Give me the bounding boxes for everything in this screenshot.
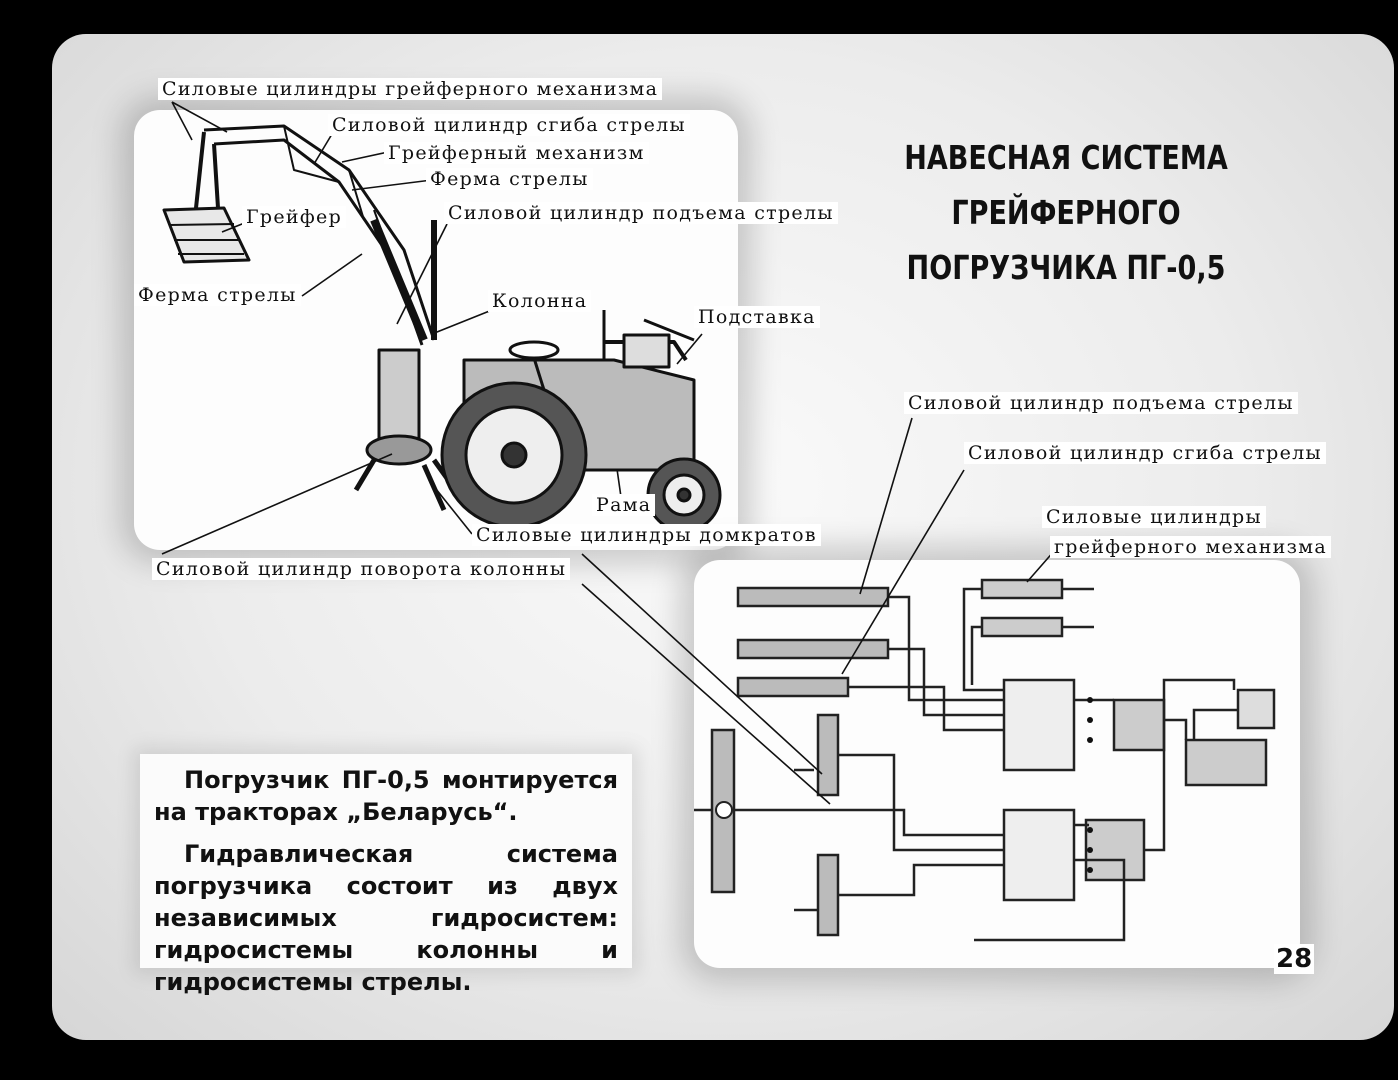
slide: Силовые цилиндры грейферного механизма С… [52,34,1394,1040]
label-grab: Грейфер [242,206,347,228]
label-boom-truss-left: Ферма стрелы [134,284,301,306]
description-text: Погрузчик ПГ-0,5 монтируется на трактора… [140,754,632,996]
schema-label-boom-lift-cylinder: Силовой цилиндр подъема стрелы [904,392,1298,414]
label-grab-mechanism: Грейферный механизм [384,142,649,164]
title-line-1: НАВЕСНАЯ СИСТЕМА [904,138,1228,177]
schema-label-grab-cylinders-1: Силовые цилиндры [1042,506,1266,528]
label-jack-cylinders: Силовые цилиндры домкратов [472,524,821,546]
tractor-loader-drawing [162,124,722,533]
hydraulic-schema-panel [694,560,1300,968]
schema-label-grab-cylinders-2: грейферного механизма [1050,536,1332,558]
page-number: 28 [1274,944,1315,974]
label-grab-cylinders: Силовые цилиндры грейферного механизма [158,78,663,100]
label-column-turn-cylinder: Силовой цилиндр поворота колонны [152,558,571,580]
hydraulic-schema-drawing [694,578,1276,942]
label-stand: Подставка [694,306,820,328]
label-boom-lift-cylinder: Силовой цилиндр подъема стрелы [444,202,838,224]
label-boom-bend-cylinder: Силовой цилиндр сгиба стрелы [328,114,690,136]
page-title: НАВЕСНАЯ СИСТЕМА ГРЕЙФЕРНОГО ПОГРУЗЧИКА … [902,130,1230,295]
label-boom-truss-top: Ферма стрелы [426,168,593,190]
schema-label-boom-bend-cylinder: Силовой цилиндр сгиба стрелы [964,442,1326,464]
title-line-3: ПОГРУЗЧИКА ПГ-0,5 [906,248,1226,287]
title-line-2: ГРЕЙФЕРНОГО [951,193,1181,232]
description-para-1: Погрузчик ПГ-0,5 монтируется на трактора… [154,766,618,826]
label-column: Колонна [488,290,592,312]
label-frame: Рама [592,494,656,516]
description-para-2: Гидравлическая система погрузчика состои… [154,840,618,996]
